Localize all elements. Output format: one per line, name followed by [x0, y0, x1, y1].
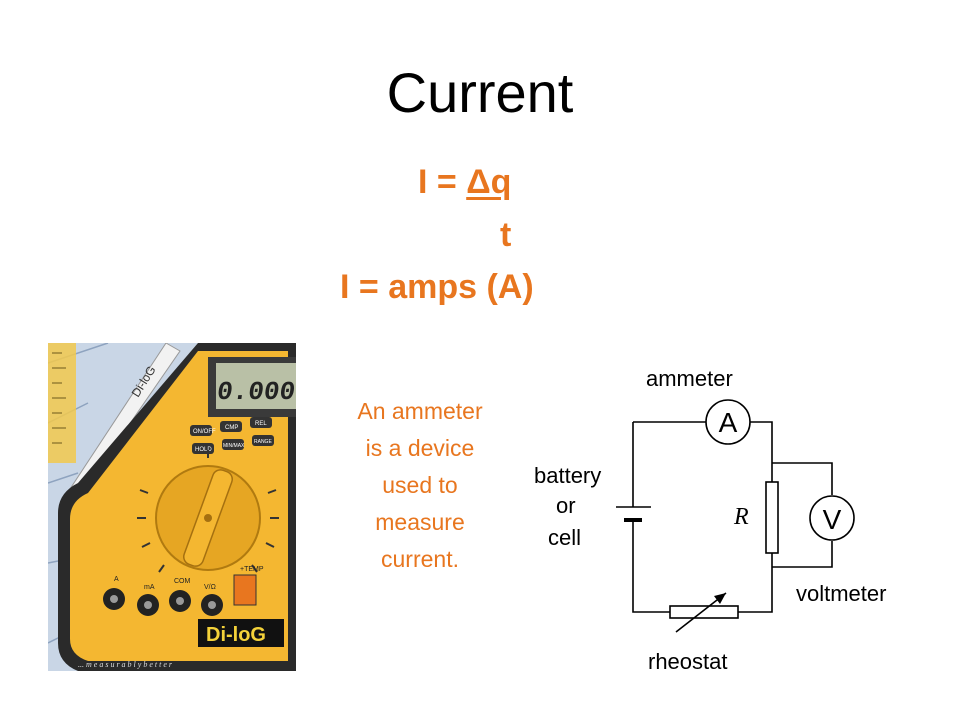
button-hold-label: HOLD: [195, 447, 212, 453]
description-line: used to: [382, 472, 458, 498]
circuit-diagram: A ammeter R V voltmeter rheostat battery…: [534, 366, 886, 674]
rheostat-label: rheostat: [648, 649, 728, 674]
lcd-display: [216, 363, 296, 409]
jack-com-label: COM: [174, 578, 191, 585]
multimeter-illustration: Di-loG 0.000 ON/OFF CMP REL HOLD MIN/MAX…: [48, 343, 296, 671]
lcd-reading: 0.000: [215, 377, 296, 407]
button-rel: [250, 417, 272, 428]
button-range: [252, 435, 274, 446]
voltmeter-label: voltmeter: [796, 581, 886, 606]
button-rel-label: REL: [255, 421, 267, 427]
multimeter-body: 0.000 ON/OFF CMP REL HOLD MIN/MAX RANGE …: [58, 343, 296, 671]
circuit-wire: [632, 421, 773, 613]
button-minmax-label: MIN/MAX: [223, 443, 245, 449]
temp-slot: [233, 574, 257, 606]
battery-label-line2: or: [556, 493, 576, 518]
voltmeter-symbol-letter: V: [823, 504, 842, 535]
button-onoff: [190, 425, 212, 436]
resistor-symbol: [765, 481, 779, 554]
battery-gap: [620, 507, 646, 519]
ammeter-description: An ammeter is a device used to measure c…: [320, 393, 520, 578]
equation-units: I = amps (A): [340, 268, 534, 306]
ammeter-symbol-letter: A: [719, 407, 738, 438]
jack-a-label: A: [114, 576, 119, 583]
jack-ma-label: mA: [144, 584, 155, 591]
button-minmax: [222, 439, 244, 450]
button-cmp: [220, 421, 242, 432]
button-range-label: RANGE: [254, 439, 272, 445]
brand-badge: [198, 619, 284, 647]
photo-footer-text: ... m e a s u r a b l y b e t t e r: [78, 660, 173, 669]
description-line: measure: [375, 509, 465, 535]
equation-denominator: t: [500, 216, 512, 254]
multimeter-photo: Di-loG 0.000 ON/OFF CMP REL HOLD MIN/MAX…: [48, 343, 296, 671]
ammeter-label: ammeter: [646, 366, 733, 391]
ammeter-symbol: [705, 399, 751, 445]
battery-label-line3: cell: [548, 525, 581, 550]
description-line: is a device: [365, 435, 475, 461]
jack-v-label: V/Ω: [204, 584, 216, 591]
button-cmp-label: CMP: [225, 425, 238, 431]
ruler: [48, 343, 76, 463]
resistor-label: R: [733, 504, 749, 530]
voltmeter-symbol: [809, 495, 855, 541]
voltmeter-wire: [772, 462, 833, 568]
slide-title: Current: [386, 61, 574, 124]
equation-lhs: I =: [418, 163, 467, 201]
button-onoff-label: ON/OFF: [193, 429, 216, 435]
temp-label: +TEMP: [240, 566, 264, 573]
description-line: current.: [381, 546, 459, 572]
rheostat-symbol: [669, 605, 739, 619]
rheostat-arrowhead: [714, 593, 726, 604]
current-equation: I = Δq: [418, 163, 511, 202]
equation-numerator: Δq: [466, 163, 512, 201]
brand-label: Di-loG: [206, 624, 266, 646]
description-line: An ammeter: [357, 398, 483, 424]
battery-label-line1: battery: [534, 463, 601, 488]
